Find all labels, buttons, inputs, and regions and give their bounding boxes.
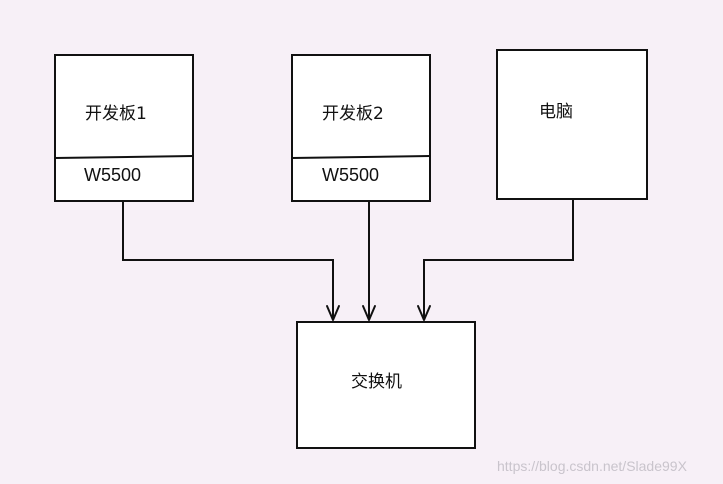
switch-box xyxy=(296,321,476,449)
connector-computer-to-switch xyxy=(423,199,574,319)
computer-box xyxy=(496,49,648,200)
computer-title: 电脑 xyxy=(539,102,573,122)
connector-board1-to-switch xyxy=(122,201,334,319)
dev-board-2-chip-label: W5500 xyxy=(322,165,379,185)
dev-board-1-node: 开发板1 W5500 xyxy=(54,54,194,202)
switch-node: 交换机 xyxy=(296,321,476,449)
arrowhead-computer xyxy=(417,305,431,321)
arrowhead-board1 xyxy=(326,305,340,321)
dev-board-2-title: 开发板2 xyxy=(322,104,384,124)
dev-board-2-divider xyxy=(291,155,431,159)
watermark-text: https://blog.csdn.net/Slade99X xyxy=(497,458,688,474)
dev-board-1-chip-label: W5500 xyxy=(84,165,141,185)
computer-node: 电脑 xyxy=(496,49,648,200)
dev-board-1-divider xyxy=(54,155,194,159)
dev-board-2-node: 开发板2 W5500 xyxy=(291,54,431,202)
dev-board-1-title: 开发板1 xyxy=(85,104,147,124)
switch-title: 交换机 xyxy=(351,372,402,392)
dev-board-1-box xyxy=(54,54,194,202)
dev-board-2-box xyxy=(291,54,431,202)
arrowhead-board2 xyxy=(362,305,376,321)
